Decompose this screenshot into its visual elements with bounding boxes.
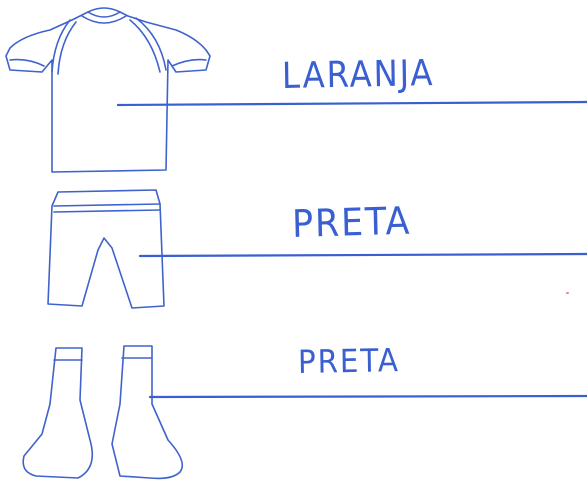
shirt-icon	[5, 7, 211, 173]
paper-speck	[566, 292, 569, 294]
socks-icon	[22, 345, 184, 480]
shorts-color-label: PRETA	[291, 198, 412, 246]
shirt-color-line	[116, 100, 587, 107]
shorts-color-line	[138, 252, 587, 258]
shirt-color-label: LARANJA	[281, 53, 435, 97]
shorts-icon	[47, 189, 165, 309]
socks-color-label: PRETA	[297, 341, 401, 381]
socks-color-line	[148, 394, 587, 399]
